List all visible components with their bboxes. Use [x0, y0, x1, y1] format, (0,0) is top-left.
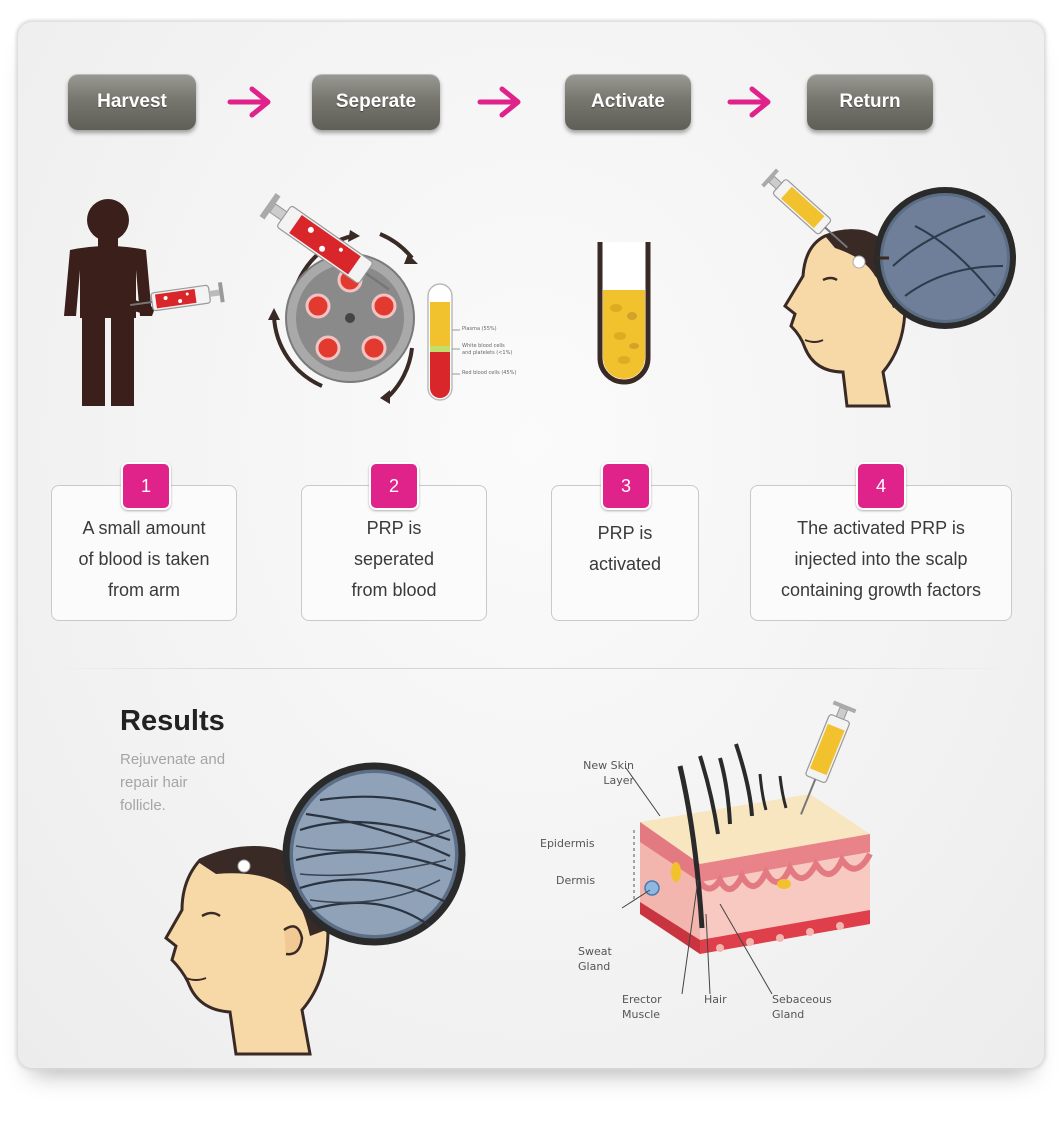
person-blood-draw-illustration — [64, 199, 225, 406]
step-return-button[interactable]: Return — [807, 74, 933, 130]
label-line: Sebaceous — [772, 993, 832, 1006]
arrow-right-icon — [227, 86, 271, 118]
step-2-description: PRP is seperated from blood — [301, 485, 487, 621]
label-dermis: Dermis — [556, 874, 596, 887]
step-1-description: A small amount of blood is taken from arm — [51, 485, 237, 621]
step-label: Seperate — [335, 91, 417, 112]
description-line: from blood — [351, 579, 437, 600]
description-line: containing growth factors — [780, 579, 982, 600]
label-line: Muscle — [622, 1008, 661, 1021]
description-line: PRP is — [597, 523, 653, 543]
step-label: Harvest — [97, 91, 167, 112]
description-line: of blood is taken — [78, 548, 210, 569]
label-line: Layer — [603, 774, 634, 787]
label-line: Gland — [772, 1008, 805, 1021]
step-4-badge: 4 — [856, 462, 906, 510]
arrow-right-icon — [477, 86, 521, 118]
step-3-badge: 3 — [601, 462, 651, 510]
tube-label-platelets: and platelets (<1%) — [462, 350, 513, 356]
results-subtitle-line: follicle. — [120, 797, 166, 814]
label-line: Sweat — [578, 945, 612, 958]
results-subtitle-line: repair hair — [120, 774, 188, 791]
description-line: The activated PRP is — [797, 517, 965, 538]
step-label: Activate — [591, 91, 665, 112]
description-line: injected into the scalp — [794, 548, 968, 569]
description-line: PRP is — [366, 517, 422, 538]
tube-label-plasma: Plasma (55%) — [462, 326, 497, 332]
step-2-badge: 2 — [369, 462, 419, 510]
tube-label-red-cells: Red blood cells (45%) — [462, 370, 517, 376]
step-seperate-button[interactable]: Seperate — [312, 74, 440, 130]
description-line: A small amount — [82, 517, 206, 538]
label-line: Erector — [622, 993, 662, 1006]
results-title: Results — [120, 705, 225, 737]
scalp-injection-illustration — [761, 168, 1016, 408]
results-subtitle: Rejuvenate and repair hair follicle. — [120, 748, 280, 817]
description-line: seperated — [353, 548, 435, 569]
step-activate-button[interactable]: Activate — [565, 74, 691, 130]
label-line: Gland — [578, 960, 611, 973]
label-line: New Skin — [583, 759, 634, 772]
description-line: from arm — [108, 579, 180, 600]
label-epidermis: Epidermis — [540, 837, 595, 850]
results-head-illustration — [164, 762, 466, 1056]
centrifuge-illustration — [259, 193, 460, 404]
label-hair: Hair — [704, 993, 727, 1006]
description-line: activated — [588, 554, 662, 574]
section-divider — [50, 668, 1010, 669]
step-1-badge: 1 — [121, 462, 171, 510]
arrow-right-icon — [727, 86, 771, 118]
step-harvest-button[interactable]: Harvest — [68, 74, 196, 130]
tube-label-white-cells: White blood cells — [462, 343, 505, 349]
step-label: Return — [839, 91, 901, 112]
skin-cross-section-illustration — [621, 700, 873, 995]
results-subtitle-line: Rejuvenate and — [120, 751, 226, 768]
activated-prp-tube-illustration — [597, 242, 651, 385]
